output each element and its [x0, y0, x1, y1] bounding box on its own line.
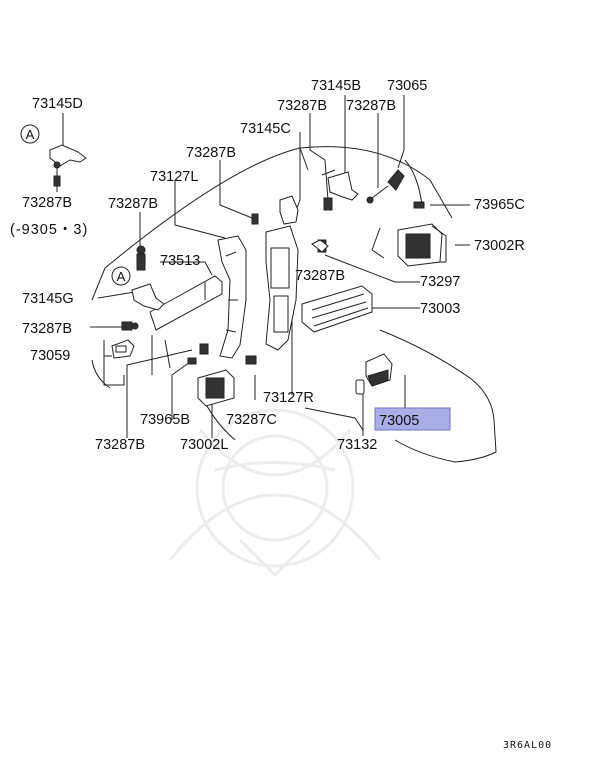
- screw-73965B: [187, 357, 197, 365]
- bracket-73059: [111, 339, 135, 359]
- label-73003: 73003: [420, 301, 460, 317]
- label-73145B: 73145B: [311, 78, 361, 94]
- label-73059: 73059: [30, 348, 70, 364]
- vent-73002L: [197, 369, 235, 407]
- label-73287B-e: 73287B: [108, 196, 158, 212]
- label-73965B: 73965B: [140, 412, 190, 428]
- label-73145C: 73145C: [240, 121, 291, 137]
- label-73287B-h: 73287B: [95, 437, 145, 453]
- duct-73127L: [217, 235, 247, 359]
- screw-73287B-g: [121, 321, 139, 331]
- leader-lines: [56, 95, 470, 438]
- label-range: (-9305・3): [10, 222, 88, 238]
- screw-73965C: [413, 201, 425, 209]
- dashboard-outline: [91, 146, 497, 463]
- bracket-73145G: [131, 283, 165, 311]
- screw-73287B-e: [136, 245, 146, 271]
- part-labels: 73145D 73287B (-9305・3) 73145B 73065 732…: [10, 78, 525, 453]
- label-73287B-c: 73287B: [346, 98, 396, 114]
- label-73002R: 73002R: [474, 238, 525, 254]
- screw-73287C: [199, 343, 257, 365]
- label-73287B-g: 73287B: [22, 321, 72, 337]
- clip-73132: [355, 379, 365, 395]
- marker-a-top-label: A: [26, 127, 35, 142]
- label-73065: 73065: [387, 78, 427, 94]
- connector-73065: [366, 169, 405, 204]
- label-73965C: 73965C: [474, 197, 525, 213]
- label-73287B-d: 73287B: [186, 145, 236, 161]
- screw-73287B-a: [53, 175, 61, 187]
- vent-73003: [301, 285, 373, 333]
- bracket-73145B: [321, 169, 359, 201]
- switch-73005: [365, 353, 393, 387]
- label-73127R: 73127R: [263, 390, 314, 406]
- marker-a-mid: A: [111, 266, 131, 286]
- label-73287B-a: 73287B: [22, 195, 72, 211]
- marker-a-mid-label: A: [117, 269, 126, 284]
- label-73002L: 73002L: [180, 437, 228, 453]
- label-73287B-b: 73287B: [277, 98, 327, 114]
- diagram-code: 3R6AL00: [503, 740, 552, 751]
- label-73513: 73513: [160, 253, 200, 269]
- marker-a-top: A: [20, 124, 40, 144]
- label-73145G: 73145G: [22, 291, 74, 307]
- duct-73127R: [265, 225, 299, 351]
- label-73005: 73005: [379, 413, 419, 429]
- label-73132: 73132: [337, 437, 377, 453]
- bracket-73145C: [279, 195, 299, 225]
- bracket-73513: [149, 275, 223, 331]
- highlight-73005: [374, 407, 451, 431]
- label-73145D: 73145D: [32, 96, 83, 112]
- watermark-emblem: [168, 408, 382, 578]
- screw-73287B-d: [251, 213, 259, 225]
- bracket-73145D: [49, 144, 87, 169]
- label-73127L: 73127L: [150, 169, 198, 185]
- screw-73287B-b: [323, 197, 333, 211]
- label-73297: 73297: [420, 274, 460, 290]
- label-73287B-f: 73287B: [295, 268, 345, 284]
- connector-73297: [311, 239, 329, 253]
- label-73287C: 73287C: [226, 412, 277, 428]
- vent-73002R: [397, 223, 447, 267]
